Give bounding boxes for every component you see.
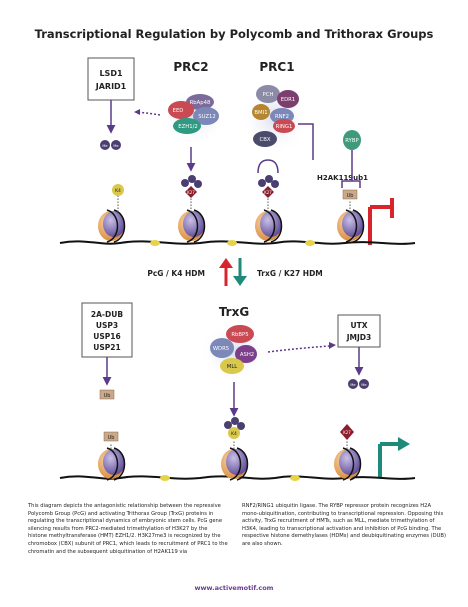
dub-label-2: USP3: [96, 321, 118, 330]
bmi1-label: BMI1: [254, 110, 267, 116]
dna-bead: [290, 475, 300, 481]
prc2-label: PRC2: [173, 60, 208, 74]
nucleosome: [255, 209, 283, 243]
dna-bead: [150, 240, 160, 246]
trxg-k27-hdm-label: TrxG / K27 HDM: [257, 269, 323, 278]
jarid1-label: JARID1: [95, 82, 127, 91]
pcg-k4-hdm-label: PcG / K4 HDM: [147, 269, 205, 278]
me-label: Me: [350, 383, 355, 387]
ub-mark-top: Ub: [342, 189, 358, 200]
mll-label: MLL: [227, 364, 238, 370]
dub-box: 2A-DUB USP3 USP16 USP21: [81, 302, 133, 358]
ub-label: Ub: [108, 435, 115, 441]
k4-mark-top: K4: [112, 184, 124, 196]
lsd1-jarid1-box: LSD1 JARID1: [87, 57, 135, 101]
k4-label: K4: [231, 431, 237, 437]
prc1-complex: PCH EDR1 BMI1 RNF2 RING1 CBX: [241, 80, 309, 156]
website-link[interactable]: www.activemotif.com: [194, 584, 274, 592]
ub-mark-bottom: Ub: [103, 431, 119, 442]
cbx-reader-arc: [257, 159, 279, 174]
k4-me3-mark-bottom: K4: [224, 417, 245, 439]
dub-label-4: USP21: [93, 343, 120, 352]
dotted-arrow-prc2-lsd1: [135, 111, 161, 116]
trxg-complex: RbBP5 WDR5 ASH2 MLL: [200, 322, 268, 382]
dna-bead: [305, 240, 315, 246]
jmjd3-label: JMJD3: [346, 333, 372, 342]
k27-label: K27: [264, 190, 272, 195]
prc2-complex: RbAp48 EED SUZ12 EZH1/2: [159, 88, 227, 146]
rbbp5-label: RbBP5: [231, 332, 248, 338]
nucleosome: [334, 447, 362, 481]
down-arrow-green: [233, 258, 247, 286]
ash2-label: ASH2: [240, 352, 254, 358]
me-label: Me: [113, 144, 118, 148]
ring1-label: RING1: [276, 124, 293, 130]
dna-bead: [227, 240, 237, 246]
dotted-arrow-head: [134, 109, 140, 115]
ezh12-label: EZH1/2: [178, 124, 197, 130]
me-label: Me: [361, 383, 366, 387]
dub-label-3: USP16: [93, 332, 120, 341]
pch-label: PCH: [263, 92, 274, 98]
nucleosome: [337, 209, 365, 243]
suz12-label: SUZ12: [198, 114, 216, 120]
ub-label: Ub: [347, 193, 354, 199]
nucleosome: [221, 447, 249, 481]
prc1-label: PRC1: [259, 60, 294, 74]
edr1-label: EDR1: [281, 97, 295, 103]
active-promoter-symbol: [378, 437, 410, 478]
caption-right: RNF2/RING1 ubiquitin ligase. The RYBP re…: [242, 503, 447, 547]
eed-label: EED: [173, 108, 184, 114]
k27-me3-mark-prc2: K27: [181, 175, 202, 198]
me-group-top-left: Me Me: [100, 140, 121, 150]
ub-label: Ub: [104, 393, 111, 399]
k4-label: K4: [115, 188, 121, 194]
k27-mark-bottom: K27: [340, 424, 354, 440]
rybp-bracket: [341, 180, 361, 188]
rybp-protein: RYBP: [341, 128, 363, 152]
dotted-arrow-head: [329, 342, 336, 349]
repressed-promoter-symbol: [368, 198, 394, 245]
trxg-label: TrxG: [219, 305, 249, 319]
me-label: Me: [102, 144, 107, 148]
caption-left: This diagram depicts the antagonistic re…: [28, 503, 228, 555]
dub-label-1: 2A-DUB: [91, 310, 123, 319]
utx-label: UTX: [351, 321, 368, 330]
me-group-bottom-right: Me Me: [348, 379, 369, 389]
nucleosome: [178, 209, 206, 243]
bottom-chromatin: [59, 447, 416, 481]
k27-label: K27: [343, 430, 351, 435]
utx-jmjd3-box: UTX JMJD3: [337, 314, 381, 348]
prc1-ubiquitination-arrow: [298, 123, 314, 160]
k27-me3-mark-prc1: K27: [258, 175, 279, 198]
h2ak119ub1-label: H2AK119ub1: [317, 174, 368, 182]
rybp-label: RYBP: [345, 138, 359, 144]
rbap48-label: RbAp48: [190, 100, 211, 106]
rnf2-label: RNF2: [275, 114, 289, 120]
nucleosome: [98, 209, 126, 243]
k27-label: K27: [187, 190, 195, 195]
ub-floating: Ub: [99, 389, 115, 400]
nucleosome: [98, 447, 126, 481]
lsd1-label: LSD1: [99, 69, 123, 78]
page-title: Transcriptional Regulation by Polycomb a…: [35, 27, 434, 41]
dotted-arrow-trxg-utx: [267, 345, 331, 353]
cbx-label: CBX: [260, 137, 271, 143]
up-arrow-red: [219, 258, 233, 286]
dna-bead: [160, 475, 170, 481]
wdr5-label: WDR5: [213, 346, 229, 352]
top-chromatin: [59, 209, 416, 246]
